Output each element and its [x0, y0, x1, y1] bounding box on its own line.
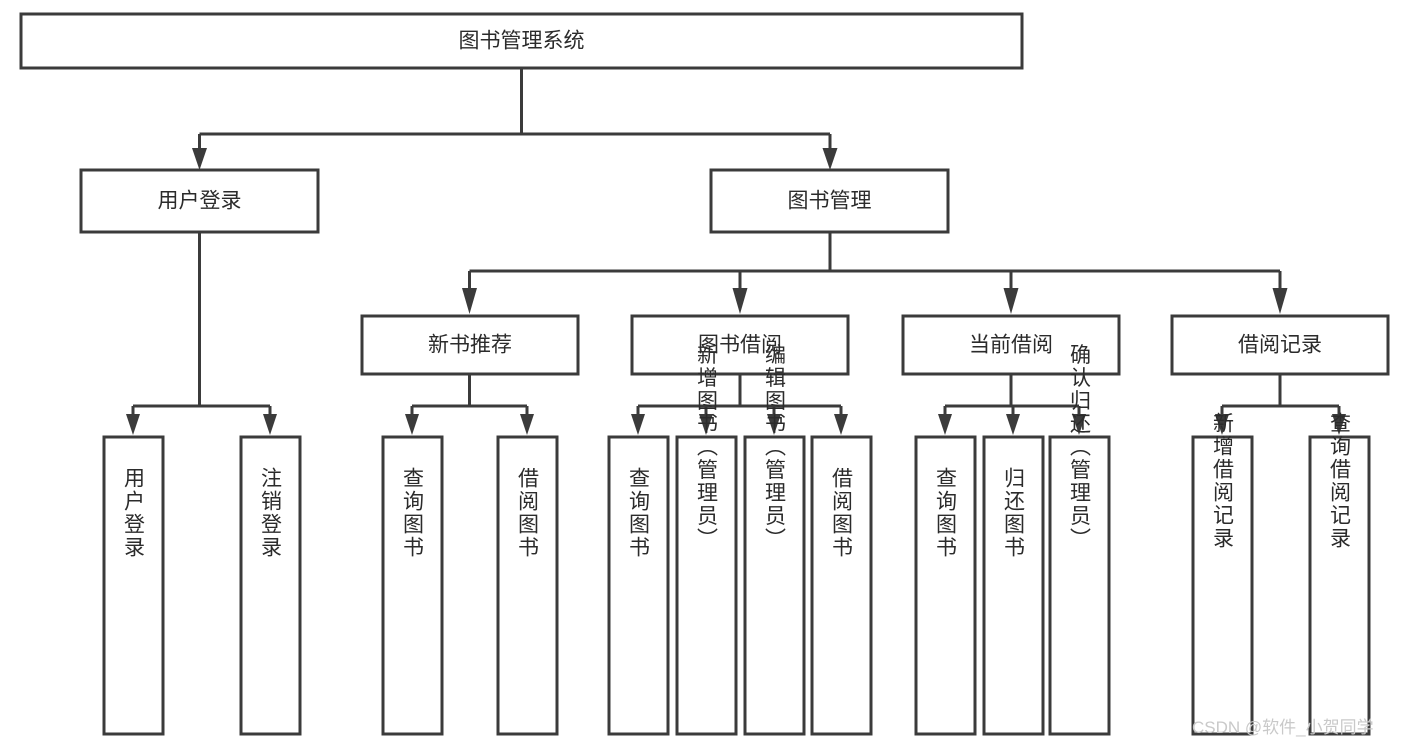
node-book-manage[interactable]: 图书管理 — [709, 168, 950, 234]
node-leaf-query-record[interactable]: 查询借阅记录 — [1308, 412, 1371, 736]
connector-bookmanage-to-level2 — [462, 232, 1288, 314]
node-leaf-query-book-3[interactable]: 查询图书 — [914, 435, 977, 736]
node-leaf-query-book-3-label: 查询图书 — [934, 467, 958, 559]
node-leaf-borrow-book-1-label: 借阅图书 — [516, 467, 540, 559]
node-leaf-user-logout[interactable]: 注销登录 — [239, 435, 302, 736]
csdn-watermark: CSDN @软件_小贺同学 — [1192, 718, 1374, 737]
node-leaf-query-book-2[interactable]: 查询图书 — [607, 435, 670, 736]
node-leaf-edit-book-label: 编辑图书（管理员） — [763, 344, 787, 551]
node-new-book-recommend[interactable]: 新书推荐 — [360, 314, 580, 376]
connector-userlogin-to-leaves — [126, 232, 277, 435]
node-leaf-borrow-book-2-label: 借阅图书 — [830, 467, 854, 559]
node-leaf-add-book[interactable]: 新增图书（管理员） — [675, 344, 738, 736]
connector-root-to-level1 — [192, 68, 838, 170]
node-leaf-user-login-label: 用户登录 — [122, 467, 146, 559]
node-leaf-add-record-label: 新增借阅记录 — [1211, 412, 1235, 550]
node-leaf-return-book[interactable]: 归还图书 — [982, 435, 1045, 736]
node-leaf-confirm-return[interactable]: 确认归还（管理员） — [1048, 344, 1111, 736]
connector-newbook-to-leaves — [405, 374, 534, 435]
node-leaf-borrow-book-1[interactable]: 借阅图书 — [496, 435, 559, 736]
node-leaf-user-logout-label: 注销登录 — [259, 467, 283, 559]
node-leaf-edit-book[interactable]: 编辑图书（管理员） — [743, 344, 806, 736]
node-leaf-add-record[interactable]: 新增借阅记录 — [1191, 412, 1254, 736]
node-book-borrow-label: 图书借阅 — [698, 334, 782, 357]
node-new-book-recommend-label: 新书推荐 — [428, 334, 512, 357]
node-current-borrow[interactable]: 当前借阅 — [901, 314, 1121, 376]
node-user-login-label: 用户登录 — [158, 190, 242, 213]
node-leaf-query-book-1-label: 查询图书 — [401, 467, 425, 559]
node-leaf-query-book-2-label: 查询图书 — [627, 467, 651, 559]
node-leaf-query-record-label: 查询借阅记录 — [1328, 412, 1352, 550]
node-current-borrow-label: 当前借阅 — [969, 334, 1053, 357]
node-leaf-query-book-1[interactable]: 查询图书 — [381, 435, 444, 736]
node-book-manage-label: 图书管理 — [788, 190, 872, 213]
node-user-login[interactable]: 用户登录 — [79, 168, 320, 234]
node-root-label: 图书管理系统 — [459, 30, 585, 53]
node-borrow-record-label: 借阅记录 — [1238, 334, 1322, 357]
node-leaf-return-book-label: 归还图书 — [1002, 467, 1026, 559]
node-leaf-user-login[interactable]: 用户登录 — [102, 435, 165, 736]
connector-bookborrow-to-leaves — [631, 374, 848, 435]
node-borrow-record[interactable]: 借阅记录 — [1170, 314, 1390, 376]
connector-currentborrow-to-leaves — [938, 374, 1086, 435]
connector-borrowrecord-to-leaves — [1215, 374, 1346, 435]
node-leaf-confirm-return-label: 确认归还（管理员） — [1068, 344, 1092, 551]
node-leaf-borrow-book-2[interactable]: 借阅图书 — [810, 435, 873, 736]
node-root[interactable]: 图书管理系统 — [19, 12, 1024, 70]
node-book-borrow[interactable]: 图书借阅 — [630, 314, 850, 376]
node-leaf-add-book-label: 新增图书（管理员） — [695, 344, 719, 551]
